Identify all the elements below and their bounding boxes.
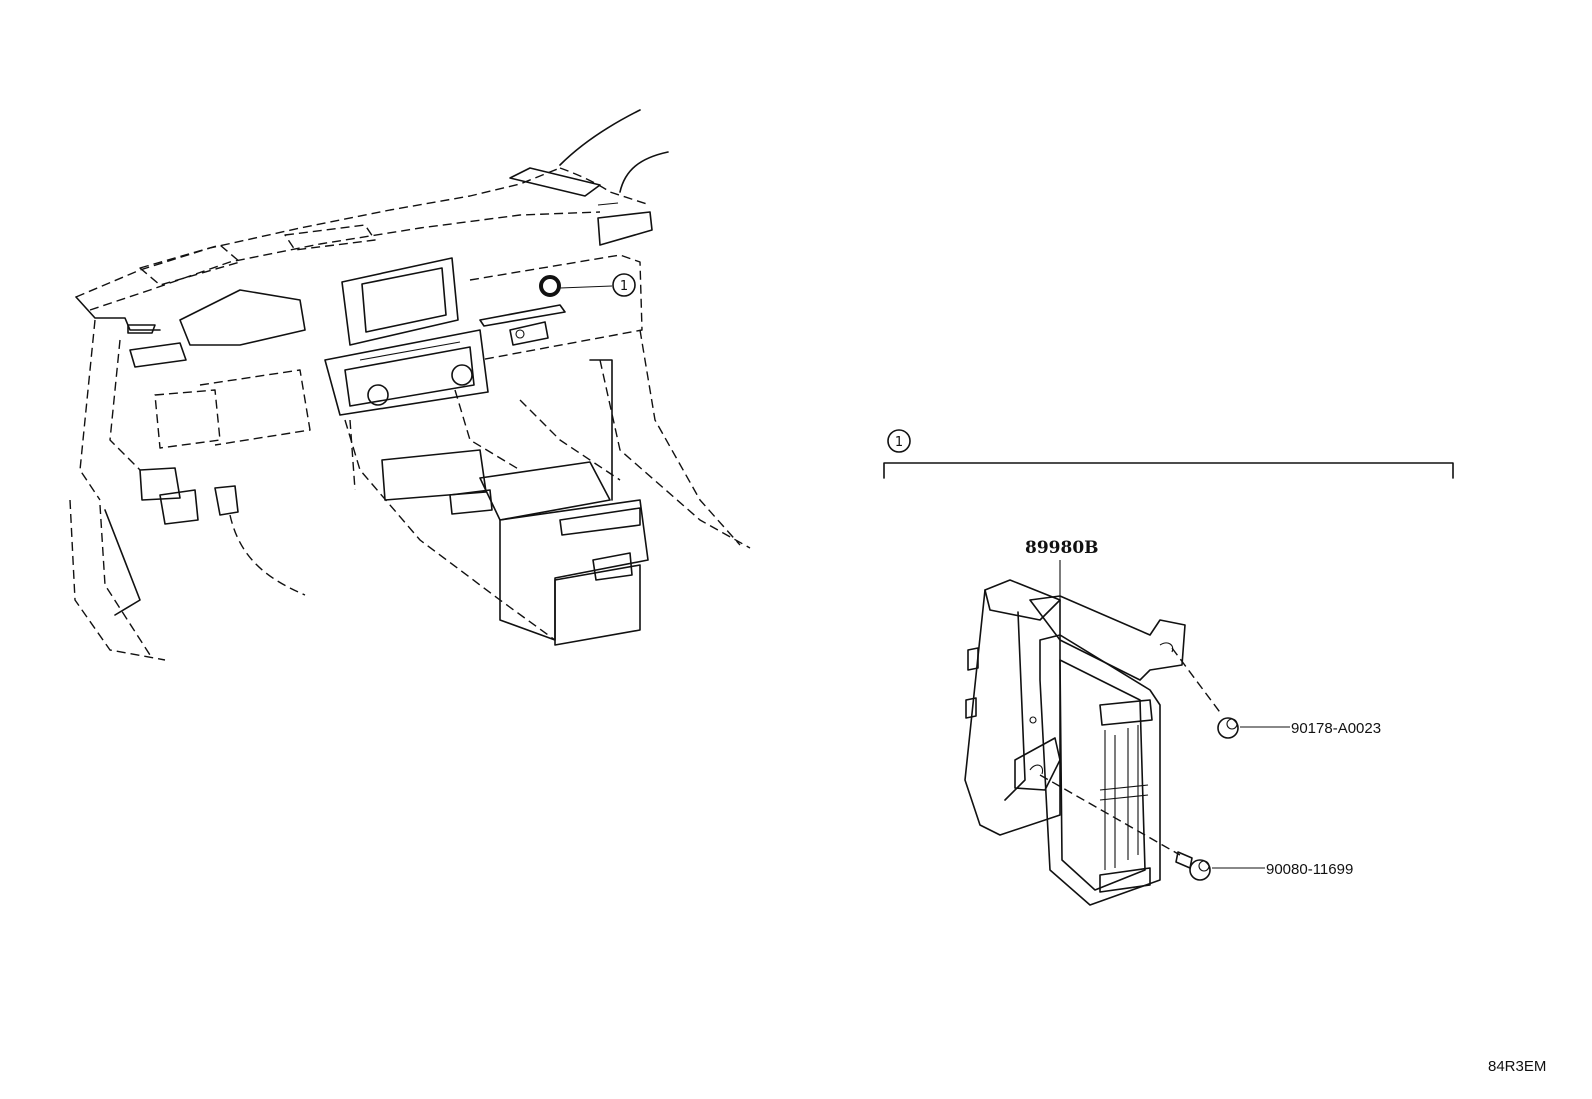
dashboard-illustration: 1 (69, 109, 751, 661)
bolt-part-number: 90080-11699 (1266, 861, 1353, 878)
bolt-hardware: 90080-11699 (1039, 774, 1353, 881)
group-bracket: 1 (883, 429, 1454, 479)
module-part-number: 89980B (1025, 538, 1099, 558)
location-marker-icon (539, 275, 561, 297)
diagram-code: 84R3EM (1488, 1058, 1546, 1075)
callout-number: 1 (620, 279, 628, 294)
callout-circle (612, 273, 636, 297)
nut-icon (1217, 717, 1239, 739)
nut-part-number: 90178-A0023 (1291, 720, 1381, 737)
control-module-drawing: 89980B (964, 538, 1186, 906)
group-number: 1 (895, 435, 903, 450)
bolt-icon (1189, 859, 1211, 881)
nut-hardware: 90178-A0023 (1171, 647, 1381, 739)
